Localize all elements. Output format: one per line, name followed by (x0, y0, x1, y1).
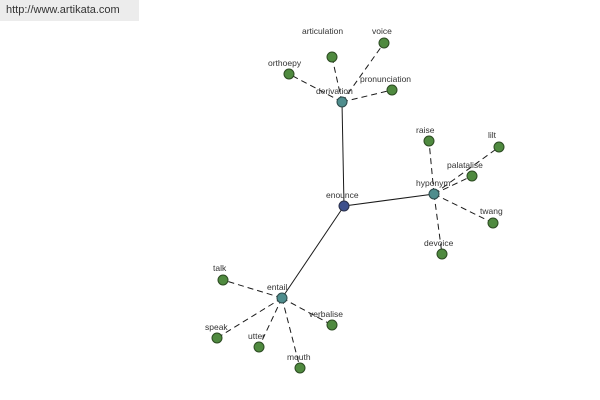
leaf-label-articulation: articulation (302, 26, 343, 36)
edge-entail-speak (216, 297, 283, 339)
root-label: enounce (326, 190, 359, 200)
edge-derivation-articulation (331, 56, 343, 103)
leaf-node-raise[interactable] (423, 135, 435, 147)
edge-hyponym-twang (433, 193, 494, 224)
relation-node-derivation[interactable] (336, 96, 348, 108)
relation-label-derivation: derivation (316, 86, 353, 96)
leaf-label-orthoepy: orthoepy (268, 58, 302, 68)
leaf-node-articulation[interactable] (326, 51, 338, 63)
leaf-node-palatalise[interactable] (466, 170, 478, 182)
leaf-node-mouth[interactable] (294, 362, 306, 374)
leaf-node-pronunciation[interactable] (386, 84, 398, 96)
edge-hyponym-lilt (433, 146, 500, 195)
leaf-node-twang[interactable] (487, 217, 499, 229)
watermark-url: http://www.artikata.com (0, 0, 139, 21)
leaf-label-lilt: lilt (488, 130, 497, 140)
edge-derivation-pronunciation (341, 89, 393, 103)
leaf-node-verbalise[interactable] (326, 319, 338, 331)
leaf-node-talk[interactable] (217, 274, 229, 286)
relation-label-entail: entail (267, 282, 287, 292)
leaf-label-devoice: devoice (424, 238, 454, 248)
edge-hyponym-palatalise (433, 175, 473, 195)
edge-entail-mouth (281, 297, 301, 369)
nodes-layer (211, 37, 505, 374)
edge-derivation-voice (341, 42, 385, 103)
leaf-label-talk: talk (213, 263, 227, 273)
leaf-label-utter: utter (248, 331, 265, 341)
edge-root-entail (281, 205, 345, 299)
edge-entail-utter (258, 297, 283, 348)
leaf-label-voice: voice (372, 26, 392, 36)
labels-layer: enounce derivation hyponym entail articu… (205, 26, 503, 362)
leaf-label-twang: twang (480, 206, 503, 216)
leaf-node-lilt[interactable] (493, 141, 505, 153)
edge-hyponym-devoice (433, 193, 443, 255)
edge-root-derivation (341, 101, 345, 207)
leaf-node-devoice[interactable] (436, 248, 448, 260)
edge-entail-talk (222, 279, 283, 299)
leaf-label-mouth: mouth (287, 352, 311, 362)
leaf-node-speak[interactable] (211, 332, 223, 344)
leaf-label-raise: raise (416, 125, 435, 135)
root-node[interactable] (338, 200, 350, 212)
leaf-node-orthoepy[interactable] (283, 68, 295, 80)
relation-label-hyponym: hyponym (416, 178, 451, 188)
edge-hyponym-raise (428, 140, 435, 195)
leaf-label-verbalise: verbalise (309, 309, 343, 319)
relation-node-hyponym[interactable] (428, 188, 440, 200)
edge-root-hyponym (343, 193, 435, 207)
leaf-label-pronunciation: pronunciation (360, 74, 411, 84)
leaf-node-voice[interactable] (378, 37, 390, 49)
leaf-label-speak: speak (205, 322, 228, 332)
relation-node-entail[interactable] (276, 292, 288, 304)
edges-layer (216, 42, 500, 369)
leaf-label-palatalise: palatalise (447, 160, 483, 170)
leaf-node-utter[interactable] (253, 341, 265, 353)
